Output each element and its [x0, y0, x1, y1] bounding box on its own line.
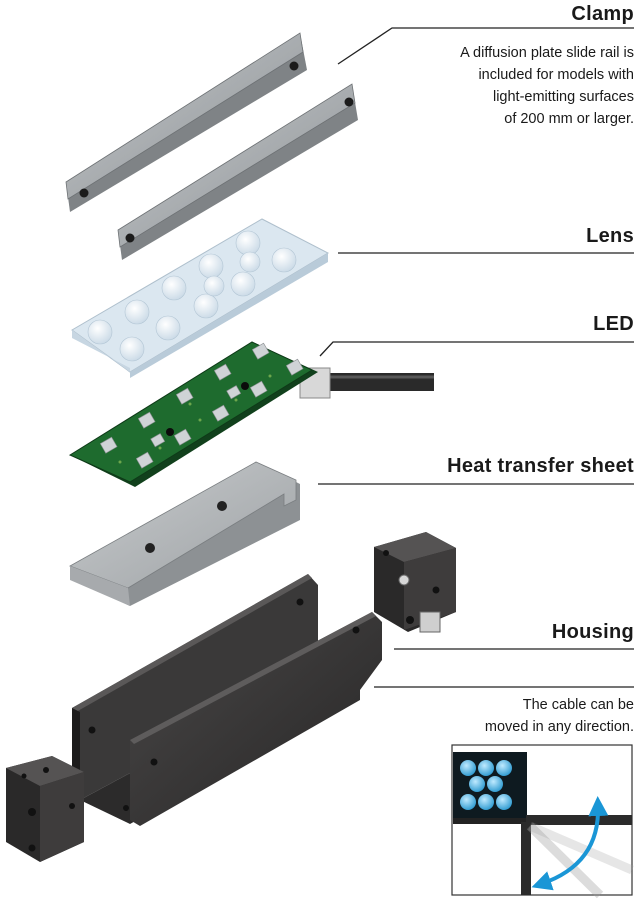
clamp-plate-top — [65, 32, 307, 212]
note-clamp-line-3: light-emitting surfaces — [492, 89, 634, 105]
heat-transfer-sheet — [69, 461, 300, 606]
leader-line-led — [319, 341, 634, 357]
led-board — [68, 341, 318, 487]
end-cap-left — [6, 756, 84, 862]
cable — [299, 367, 434, 399]
end-cap-right — [374, 532, 456, 633]
label-clamp: Clamp — [571, 3, 634, 25]
note-clamp-line-2: included for models with — [478, 67, 634, 83]
note-housing: The cable can be moved in any direction. — [485, 694, 634, 738]
label-heat-transfer-sheet: Heat transfer sheet — [447, 455, 634, 477]
label-lens: Lens — [586, 225, 634, 247]
clamp-plates — [65, 32, 358, 260]
label-led: LED — [593, 313, 634, 335]
leader-line-clamp — [337, 27, 634, 65]
rotation-arrow-icon — [531, 796, 609, 891]
clamp-plate-bottom — [117, 83, 358, 260]
note-clamp: A diffusion plate slide rail is included… — [460, 42, 634, 130]
note-clamp-line-4: of 200 mm or larger. — [504, 111, 634, 127]
note-clamp-line-1: A diffusion plate slide rail is — [460, 45, 634, 61]
label-housing: Housing — [551, 621, 634, 643]
housing — [72, 574, 382, 826]
cable-direction-inset — [451, 744, 634, 899]
lens-block — [71, 218, 330, 378]
leader-lines — [318, 27, 634, 688]
note-housing-line-2: moved in any direction. — [484, 719, 634, 735]
note-housing-line-1: The cable can be — [522, 697, 634, 713]
